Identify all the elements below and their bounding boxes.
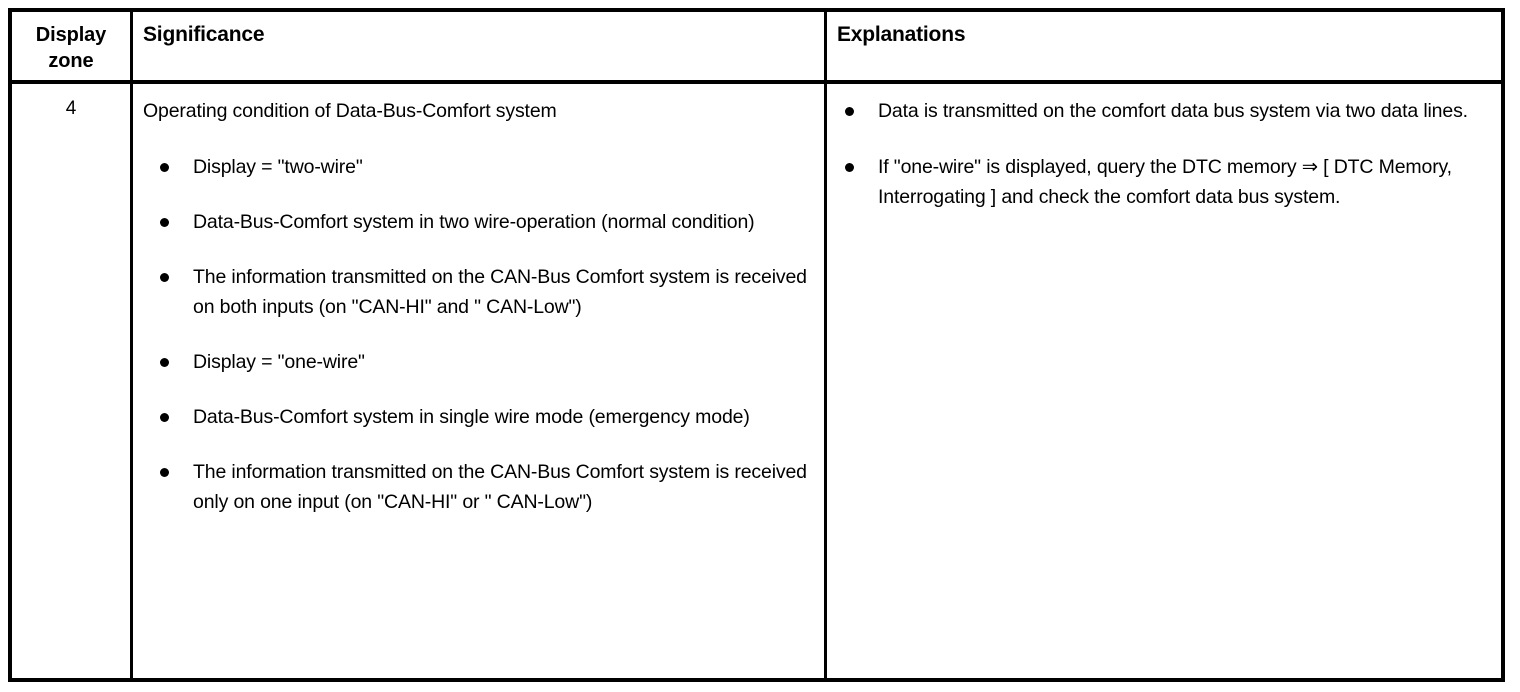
bullet-icon	[160, 218, 169, 227]
display-zone-table: Display zone Significance Explanations 4…	[8, 8, 1505, 682]
list-item: If "one-wire" is displayed, query the DT…	[845, 152, 1479, 212]
header-label-significance: Significance	[143, 23, 265, 46]
list-item: Data-Bus-Comfort system in single wire m…	[143, 402, 810, 432]
list-item-label: Display = "two-wire"	[193, 156, 363, 178]
cell-explanations: Data is transmitted on the comfort data …	[827, 84, 1501, 678]
list-item-label: Data is transmitted on the comfort data …	[878, 100, 1468, 122]
header-label-explanations: Explanations	[837, 23, 966, 46]
list-item-label: If "one-wire" is displayed, query the DT…	[878, 156, 1452, 208]
list-item: The information transmitted on the CAN-B…	[143, 262, 810, 322]
table-row: 4 Operating condition of Data-Bus-Comfor…	[12, 84, 1501, 678]
significance-content: Operating condition of Data-Bus-Comfort …	[133, 84, 824, 517]
explanations-bullet-list: Data is transmitted on the comfort data …	[845, 96, 1479, 212]
list-item-label: Display = "one-wire"	[193, 351, 365, 373]
list-item: Display = "two-wire"	[143, 152, 810, 182]
list-item: The information transmitted on the CAN-B…	[143, 457, 810, 517]
list-item-label: The information transmitted on the CAN-B…	[193, 266, 807, 318]
bullet-icon	[845, 107, 854, 116]
list-item-label: Data-Bus-Comfort system in two wire-oper…	[193, 211, 755, 233]
header-cell-explanations: Explanations	[827, 12, 1501, 80]
bullet-icon	[160, 163, 169, 172]
explanations-content: Data is transmitted on the comfort data …	[827, 84, 1501, 238]
list-item-label: Data-Bus-Comfort system in single wire m…	[193, 406, 750, 428]
bullet-icon	[845, 163, 854, 172]
list-item-label: The information transmitted on the CAN-B…	[193, 461, 807, 513]
bullet-icon	[160, 273, 169, 282]
table-header-row: Display zone Significance Explanations	[12, 12, 1501, 84]
significance-bullet-list: Display = "two-wire" Data-Bus-Comfort sy…	[143, 152, 810, 517]
bullet-icon	[160, 358, 169, 367]
list-item: Display = "one-wire"	[143, 347, 810, 377]
list-item: Data-Bus-Comfort system in two wire-oper…	[143, 207, 810, 237]
cell-display-zone: 4	[12, 84, 133, 678]
header-cell-display-zone: Display zone	[12, 12, 133, 80]
display-zone-value: 4	[65, 98, 77, 119]
cell-significance: Operating condition of Data-Bus-Comfort …	[133, 84, 827, 678]
list-item: Data is transmitted on the comfort data …	[845, 96, 1479, 126]
header-label-display-zone: Display zone	[35, 24, 107, 72]
bullet-icon	[160, 413, 169, 422]
bullet-icon	[160, 468, 169, 477]
header-cell-significance: Significance	[133, 12, 827, 80]
significance-lead-text: Operating condition of Data-Bus-Comfort …	[143, 100, 557, 122]
